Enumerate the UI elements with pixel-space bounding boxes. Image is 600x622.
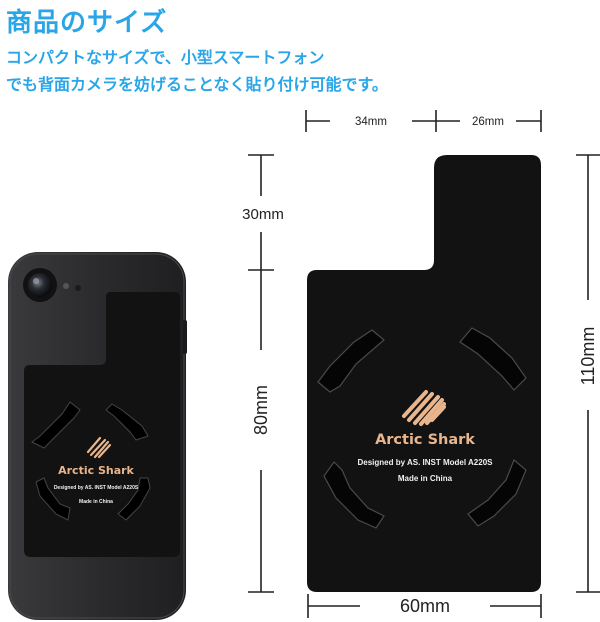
camera-lens-icon	[23, 268, 57, 302]
phone-plate: Arctic Shark Designed by AS. INST Model …	[24, 292, 180, 557]
dim-lower-height: 80mm	[251, 385, 271, 435]
phone-plate-designed-by: Designed by AS. INST Model A220S	[54, 485, 139, 491]
description-line-1: コンパクトなサイズで、小型スマートフォン	[6, 48, 325, 67]
product-description: コンパクトなサイズで、小型スマートフォン でも背面カメラを妨げることなく貼り付け…	[6, 44, 388, 98]
dim-total-width: 60mm	[400, 596, 450, 616]
dim-top-right-width: 26mm	[472, 116, 504, 128]
dim-top-left-width: 34mm	[355, 116, 387, 128]
plate-origin: Made in China	[398, 474, 453, 483]
plate-designed-by: Designed by AS. INST Model A220S	[358, 458, 494, 467]
dimension-lines	[248, 110, 600, 618]
brand-logo-icon	[402, 390, 446, 426]
flash-icon	[63, 283, 69, 289]
description-line-2: でも背面カメラを妨げることなく貼り付け可能です。	[6, 75, 388, 94]
side-button	[183, 320, 187, 354]
microphone-dot	[75, 285, 81, 291]
brand-logo-icon	[86, 436, 112, 459]
dim-tab-height: 30mm	[242, 206, 284, 223]
phone-plate-brand: Arctic Shark	[58, 464, 134, 477]
dim-total-height: 110mm	[578, 327, 598, 386]
product-plate: Arctic Shark Designed by AS. INST Model …	[307, 155, 541, 592]
smartphone: Arctic Shark Designed by AS. INST Model …	[8, 252, 187, 620]
plate-brand: Arctic Shark	[375, 432, 475, 448]
magnet-cutouts	[317, 327, 527, 529]
phone-plate-origin: Made in China	[79, 499, 113, 505]
page-title: 商品のサイズ	[6, 8, 168, 38]
